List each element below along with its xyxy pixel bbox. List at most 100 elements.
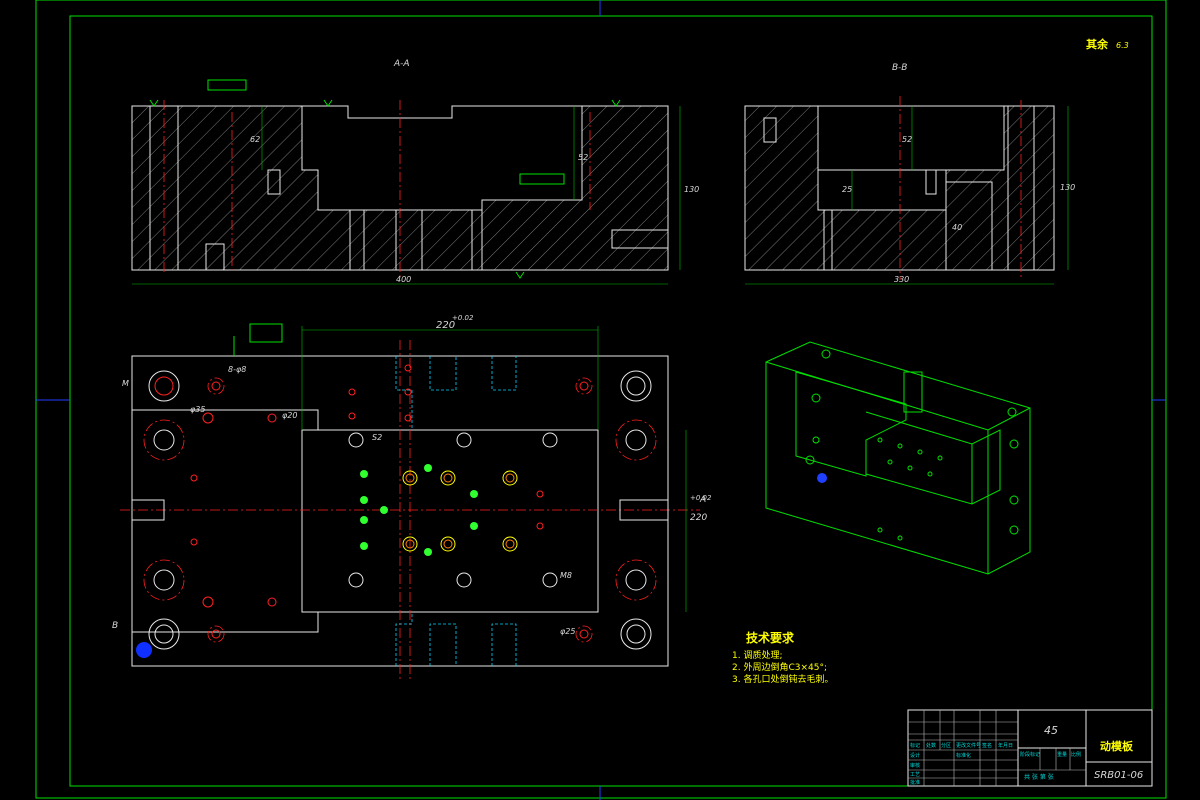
section-a-a-dim-left-text: 62 (250, 135, 260, 144)
plan-cavity (301, 429, 599, 613)
pin-red-7 (348, 412, 356, 420)
pin-green-6 (424, 464, 432, 472)
guide-hole-bl (148, 618, 180, 650)
tech-req-item-3: 3. 各孔口处倒钝去毛刺。 (732, 673, 833, 685)
tech-req-item-1: 1. 调质处理; (732, 649, 782, 661)
tb-col-count: 处数 (926, 742, 936, 749)
pin-red-1 (536, 490, 544, 498)
screw-hole-9 (190, 474, 198, 482)
section-b-b-screw (763, 117, 777, 143)
tb-col-zone: 分区 (941, 742, 951, 749)
iso-hole-17 (897, 535, 903, 541)
iso-hole-14 (907, 465, 913, 471)
tb-row-approve: 批准 (910, 779, 920, 786)
screw-holes (190, 377, 593, 643)
ejector-1 (402, 470, 418, 486)
title-block-grid (908, 710, 1071, 786)
section-a-a-pin-1 (349, 209, 365, 271)
section-a-a-dim-mid-text: 52 (578, 153, 588, 162)
plan-label-phi25: φ25 (560, 627, 575, 636)
ejector-3 (502, 470, 518, 486)
title-block: 标记 处数 分区 更改文件号 签名 年月日 设计 审核 工艺 批准 标准化 阶段… (907, 709, 1153, 787)
iso-hole-13 (887, 459, 893, 465)
section-b-b-dim-bore-text: 40 (952, 223, 962, 232)
plan-hole-14 (456, 572, 472, 588)
iso-hole-9 (877, 437, 883, 443)
iso-hole-16 (877, 527, 883, 533)
tech-req-title: 技术要求 (746, 630, 795, 645)
screw-hole-3 (575, 377, 593, 395)
roughness-note-value: 6.3 (1116, 41, 1129, 50)
iso-hole-8 (1009, 525, 1019, 535)
plan-tolerance-frame (249, 323, 283, 343)
plan-label-m8: M8 (560, 571, 572, 580)
section-a-a-pin-2 (395, 209, 423, 271)
pin-red-6 (348, 388, 356, 396)
section-a-a-counterbore (205, 243, 225, 271)
tb-row-design: 设计 (910, 752, 920, 759)
plan-hole-13 (456, 432, 472, 448)
return-pin-hole-2 (143, 559, 185, 601)
guide-hole-tl (148, 370, 180, 402)
plan-dim-side-tol: +0.02 (690, 494, 712, 502)
section-b-b-screw-2 (925, 169, 937, 195)
plan-label-m: M (122, 379, 129, 388)
isometric-view (765, 341, 1031, 575)
guide-hole-bl-inner (154, 624, 174, 644)
section-a-a-tolerance-frame-2 (519, 173, 565, 185)
plug-right (619, 499, 669, 521)
pin-green-1 (360, 470, 368, 478)
tb-part-name: 动模板 (1100, 739, 1134, 753)
iso-origin-icon (817, 473, 827, 483)
iso-hole-10 (897, 443, 903, 449)
plan-dim-top-text: 220 (436, 320, 455, 331)
tb-stage: 阶段标记 (1020, 751, 1040, 758)
gate-mark-icon (136, 642, 152, 658)
guide-hole-tr-inner (626, 376, 646, 396)
section-a-a-dim-width-text: 400 (396, 275, 411, 284)
section-a-a: A-A 400 130 62 52 (131, 59, 699, 285)
iso-hole-11 (917, 449, 923, 455)
ejector-6 (502, 536, 518, 552)
roughness-note-text: 其余 (1086, 37, 1109, 51)
guide-hole-tr (620, 370, 652, 402)
screw-hole-3-inner (579, 381, 589, 391)
tb-scale: 比例 (1071, 751, 1081, 758)
pin-green-3 (360, 516, 368, 524)
section-b-b-title: B-B (892, 63, 907, 73)
tb-row-review: 审核 (910, 762, 920, 769)
iso-pocket (795, 371, 907, 477)
iso-hole-6 (1009, 439, 1019, 449)
plug-left (131, 499, 165, 521)
screw-hole-4 (575, 625, 593, 643)
return-pin-hole-1-inner (153, 429, 175, 451)
section-b-b-bore (945, 181, 993, 271)
pin-red-2 (536, 522, 544, 530)
iso-hole-7 (1009, 495, 1019, 505)
screw-hole-4-inner (579, 629, 589, 639)
section-b-b-dim-inner-text: 52 (902, 135, 912, 144)
screw-hole-5 (202, 412, 214, 424)
guide-holes (143, 370, 657, 650)
plan-dim-side-text: 220 (690, 513, 707, 523)
plan-hole-15 (542, 432, 558, 448)
title-block-frame (907, 709, 1153, 787)
cooling-channels (395, 356, 517, 666)
return-pin-hole-3 (615, 419, 657, 461)
ejector-2 (440, 470, 456, 486)
plan-hole-16 (542, 572, 558, 588)
plan-section-mark-a: A (699, 495, 706, 505)
iso-hole-5 (1007, 407, 1017, 417)
section-a-a-side-hole (611, 229, 669, 249)
outer-border (35, 0, 1167, 799)
tb-material: 45 (1044, 724, 1058, 737)
iso-hole-12 (937, 455, 943, 461)
iso-hole-1 (821, 349, 831, 359)
sheet-frame (35, 0, 1167, 800)
pin-red-4 (404, 388, 412, 396)
plan-view: 220 +0.02 220 +0.02 A B (112, 314, 712, 680)
section-a-a-roughness-marks (149, 99, 621, 279)
technical-requirements: 技术要求 1. 调质处理; 2. 外周边倒角C3×45°; 3. 各孔口处倒钝去… (732, 630, 833, 685)
cooling-bottom (395, 612, 517, 666)
